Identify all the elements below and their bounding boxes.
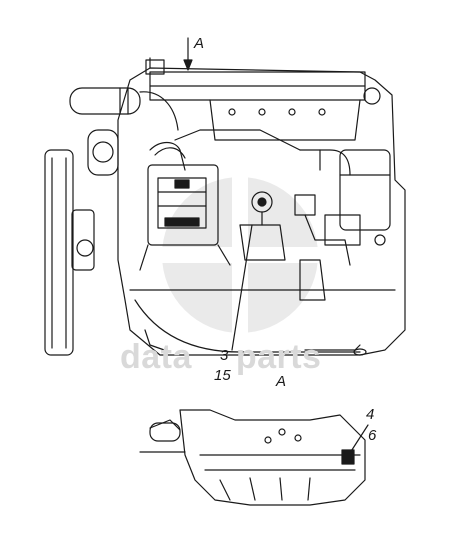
fuel-filter	[239, 191, 286, 261]
detail-view-a	[139, 409, 369, 506]
intake-pipe	[69, 87, 179, 131]
view-label-bottom: A	[276, 373, 287, 390]
watermark-text-right: parts	[235, 338, 322, 376]
watermark-text-left: data	[120, 338, 192, 376]
flywheel	[44, 129, 119, 356]
watermark-logo	[160, 175, 320, 335]
callout-4: 4	[366, 406, 375, 423]
cylinder-head	[149, 71, 381, 141]
callout-3: 3	[220, 347, 229, 364]
engine-block	[117, 57, 406, 356]
watermark-text: data parts	[120, 338, 321, 377]
view-arrow	[183, 37, 193, 71]
view-label-top: A	[194, 35, 205, 52]
oil-pan	[144, 329, 367, 356]
leader-line-3	[231, 224, 253, 351]
callout-15: 15	[214, 367, 231, 384]
right-components	[294, 149, 391, 301]
ecu-module	[139, 164, 231, 271]
callout-6: 6	[368, 427, 377, 444]
fuel-lines	[149, 129, 351, 176]
